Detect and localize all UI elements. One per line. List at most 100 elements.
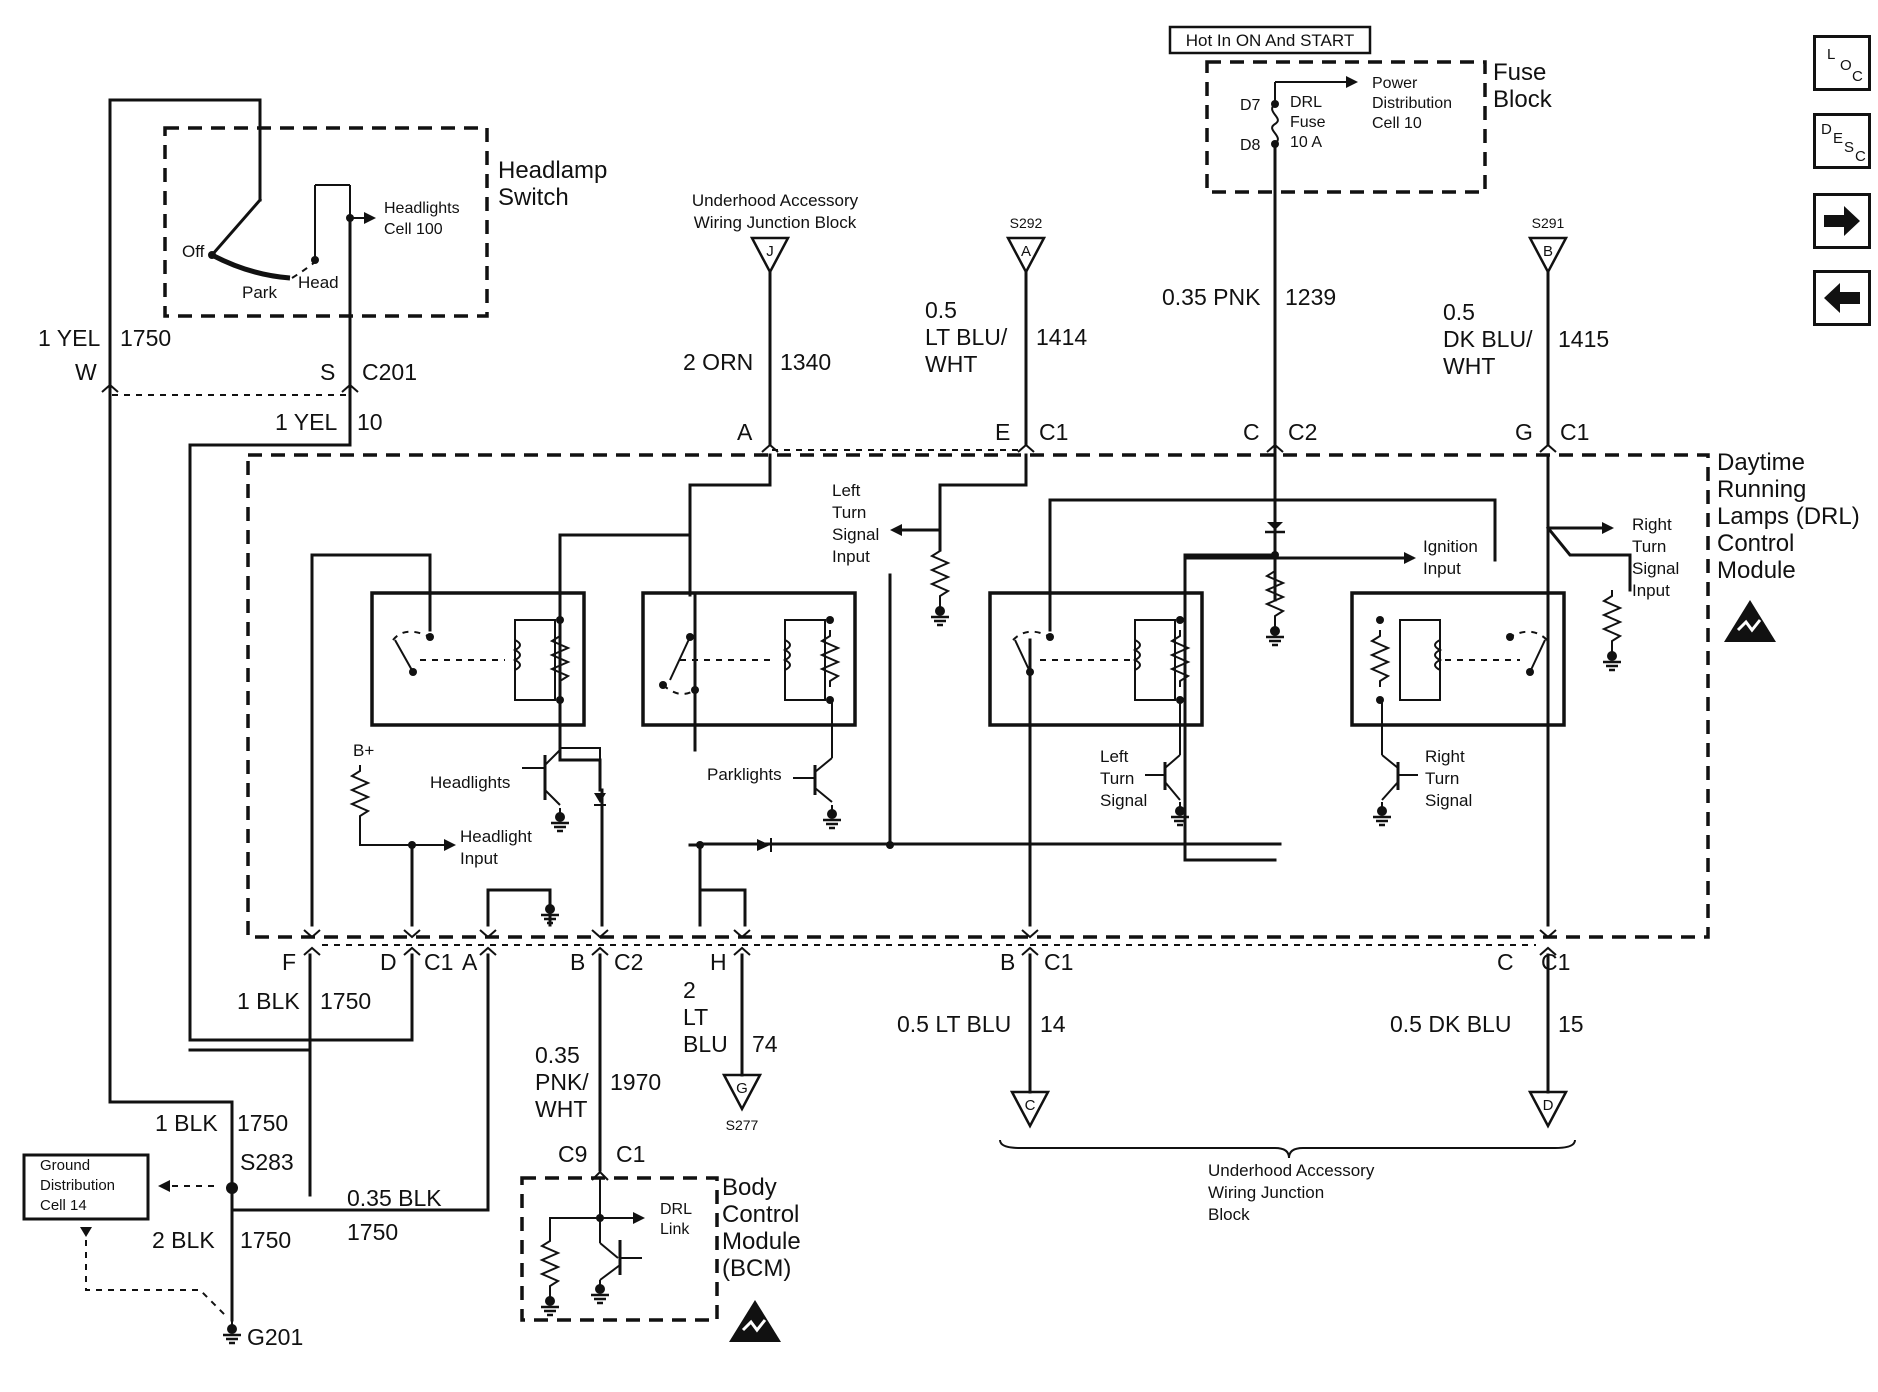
label-pnkwht-2: PNK/ bbox=[535, 1069, 589, 1095]
label-bot-c1a: C1 bbox=[424, 949, 453, 975]
label-top-a: A bbox=[737, 419, 753, 445]
label-ltblu74-3: BLU bbox=[683, 1031, 728, 1057]
label-lt-3: Signal bbox=[1100, 791, 1147, 810]
label-drl-5: Module bbox=[1717, 557, 1796, 584]
label-drl-1: Daytime bbox=[1717, 449, 1805, 476]
label-top-e: E bbox=[995, 419, 1010, 445]
headlamp-switch: Headlamp Switch Off Park Head Headlights… bbox=[163, 126, 607, 318]
label-lts-2: Turn bbox=[832, 503, 866, 522]
label-c1-bcm: C1 bbox=[616, 1141, 645, 1167]
label-s277: S277 bbox=[726, 1117, 759, 1133]
esd-icon bbox=[1722, 598, 1778, 644]
label-blk-gauge: 1 BLK bbox=[237, 988, 300, 1014]
label-uh2-1: Underhood Accessory bbox=[1208, 1161, 1375, 1180]
label-bcm-1: Body bbox=[722, 1174, 777, 1201]
label-ltblu-1: 0.5 bbox=[925, 297, 957, 323]
label-ltblu-num: 1414 bbox=[1036, 324, 1087, 350]
label-bot-h: H bbox=[710, 949, 727, 975]
label-bot-c1c: C1 bbox=[1541, 949, 1570, 975]
label-top-c: C bbox=[1243, 419, 1260, 445]
desc-button[interactable]: D E S C bbox=[1813, 113, 1871, 169]
label-d-conn: D bbox=[1543, 1097, 1554, 1114]
label-w2-gauge: 1 YEL bbox=[275, 409, 337, 435]
label-c201: C201 bbox=[362, 359, 417, 385]
label-ign-1: Ignition bbox=[1423, 537, 1478, 556]
label-bcm-4: (BCM) bbox=[722, 1255, 791, 1282]
label-pnkwht-3: WHT bbox=[535, 1096, 587, 1122]
label-drl-fuse-3: 10 A bbox=[1290, 134, 1322, 151]
label-rt-1: Right bbox=[1425, 747, 1465, 766]
label-d7: D7 bbox=[1240, 97, 1261, 114]
label-drl-link-1: DRL bbox=[660, 1201, 692, 1218]
label-hli-2: Input bbox=[460, 849, 498, 868]
label-bplus: B+ bbox=[353, 741, 374, 760]
label-dkblu15-num: 15 bbox=[1558, 1011, 1584, 1037]
label-blk2-gauge: 2 BLK bbox=[152, 1227, 215, 1253]
label-blk035-gauge: 0.35 BLK bbox=[347, 1185, 442, 1211]
label-c9: C9 bbox=[558, 1141, 587, 1167]
label-j: J bbox=[766, 243, 774, 260]
label-orn-gauge: 2 ORN bbox=[683, 349, 753, 375]
label-uh2-2: Wiring Junction bbox=[1208, 1183, 1324, 1202]
arrow-left-icon bbox=[1824, 283, 1860, 313]
label-s283: S283 bbox=[240, 1149, 294, 1175]
label-uh-2: Wiring Junction Block bbox=[694, 213, 857, 232]
label-g-conn: G bbox=[736, 1080, 748, 1097]
label-w2-num: 10 bbox=[357, 409, 383, 435]
label-top-c2: C2 bbox=[1288, 419, 1317, 445]
hot-in-label: Hot In ON And START bbox=[1168, 25, 1372, 55]
label-drl-fuse-2: Fuse bbox=[1290, 114, 1326, 131]
label-rt-2: Turn bbox=[1425, 769, 1459, 788]
headlight-relay bbox=[370, 591, 586, 727]
label-power-2: Distribution bbox=[1372, 95, 1452, 112]
label-hs-1: Headlamp bbox=[498, 157, 607, 184]
label-bcm-2: Control bbox=[722, 1201, 799, 1228]
label-bot-b2: B bbox=[1000, 949, 1015, 975]
label-blk-num: 1750 bbox=[320, 988, 371, 1014]
label-s291: S291 bbox=[1532, 215, 1565, 231]
previous-button[interactable] bbox=[1813, 270, 1871, 326]
label-drl-4: Control bbox=[1717, 530, 1794, 557]
label-ign-2: Input bbox=[1423, 559, 1461, 578]
label-uh2-3: Block bbox=[1208, 1205, 1250, 1224]
label-drl-fuse-1: DRL bbox=[1290, 94, 1322, 111]
label-dkblu-num: 1415 bbox=[1558, 326, 1609, 352]
right-turn-relay bbox=[1350, 591, 1566, 727]
label-fuse-block-1: Fuse bbox=[1493, 59, 1546, 86]
label-head: Head bbox=[298, 273, 339, 292]
label-rt-3: Signal bbox=[1425, 791, 1472, 810]
label-bot-c2: C2 bbox=[614, 949, 643, 975]
label-drl-2: Running bbox=[1717, 476, 1806, 503]
label-dkblu15-gauge: 0.5 DK BLU bbox=[1390, 1011, 1511, 1037]
parklight-relay bbox=[641, 591, 857, 727]
body-control-module: Body Control Module (BCM) DRL Link bbox=[520, 1174, 801, 1322]
loc-button[interactable]: L O C bbox=[1813, 35, 1871, 91]
label-ltblu74-num: 74 bbox=[752, 1031, 778, 1057]
next-button[interactable] bbox=[1813, 193, 1871, 249]
label-rts-3: Signal bbox=[1632, 559, 1679, 578]
label-gd-2: Distribution bbox=[40, 1177, 115, 1194]
left-turn-relay bbox=[988, 591, 1204, 727]
drl-module-box bbox=[246, 453, 1710, 939]
label-blk2-num: 1750 bbox=[240, 1227, 291, 1253]
label-top-c1a: C1 bbox=[1039, 419, 1068, 445]
label-bcm-3: Module bbox=[722, 1228, 801, 1255]
label-w1-num: 1750 bbox=[120, 325, 171, 351]
label-dkblu-2: DK BLU/ bbox=[1443, 326, 1533, 352]
fuse-block: Fuse Block D7 D8 DRL Fuse 10 A Power Dis… bbox=[1205, 59, 1553, 194]
label-ltblu74-2: LT bbox=[683, 1004, 708, 1030]
label-dkblu-3: WHT bbox=[1443, 353, 1495, 379]
label-top-g: G bbox=[1515, 419, 1533, 445]
label-ltblu-2: LT BLU/ bbox=[925, 324, 1008, 350]
label-lt-1: Left bbox=[1100, 747, 1129, 766]
label-s-pin: S bbox=[320, 359, 335, 385]
label-hs-2: Switch bbox=[498, 184, 569, 211]
label-lts-1: Left bbox=[832, 481, 861, 500]
label-rts-4: Input bbox=[1632, 581, 1670, 600]
label-hli-1: Headlight bbox=[460, 827, 532, 846]
label-off: Off bbox=[182, 242, 205, 261]
label-w-pin: W bbox=[75, 359, 97, 385]
label-bot-a: A bbox=[462, 949, 478, 975]
label-hl-cell-2: Cell 100 bbox=[384, 221, 443, 238]
